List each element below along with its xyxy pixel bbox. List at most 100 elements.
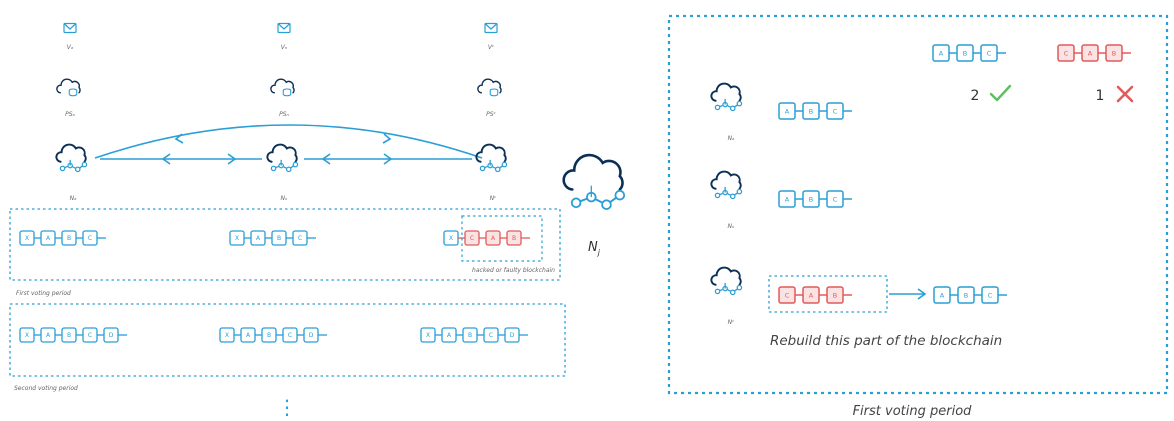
right-node-2: Nᶜ C A B A B C: [710, 266, 1007, 326]
block-a: A: [40, 327, 56, 343]
block-c: C: [282, 327, 298, 343]
vote-label: Vₐ: [67, 44, 74, 51]
node-label: Nᶜ: [728, 319, 735, 326]
block-a: A: [933, 286, 951, 304]
envelope-icon: [484, 22, 498, 34]
right-panel-border: [667, 14, 1169, 395]
svg-text:B: B: [809, 107, 813, 115]
svg-text:B: B: [833, 291, 837, 299]
database-cloud-icon: [477, 78, 502, 97]
svg-text:D: D: [510, 332, 515, 339]
svg-text:A: A: [809, 291, 814, 299]
block-c: C: [483, 327, 499, 343]
block-c: C: [292, 230, 308, 246]
second-period-box: [9, 303, 566, 377]
block-b: B: [1105, 44, 1123, 62]
svg-text:A: A: [46, 235, 51, 242]
arrow-ab-right: [227, 153, 237, 165]
block-c: C: [82, 327, 98, 343]
arc-arrow-right: [382, 133, 392, 144]
block-c: C: [980, 44, 998, 62]
svg-text:B: B: [67, 332, 71, 339]
svg-text:B: B: [964, 291, 968, 299]
block-c: C: [82, 230, 98, 246]
block-d: D: [504, 327, 520, 343]
cloud-network-icon: [562, 153, 626, 210]
block-b: B: [802, 102, 820, 120]
block-c: C: [778, 286, 796, 304]
vote-2: Vᶜ: [484, 22, 498, 51]
svg-text:A: A: [447, 332, 452, 339]
block-a: A: [1081, 44, 1099, 62]
vote-label: Vᶜ: [488, 44, 494, 51]
svg-text:B: B: [809, 195, 813, 203]
vote-count: 2: [971, 88, 980, 104]
arrow-bc-left: [321, 153, 331, 165]
right-caption: First voting period: [853, 404, 973, 419]
continuation-ellipsis: ⋮: [277, 395, 297, 419]
block-a: A: [802, 286, 820, 304]
block-b: B: [956, 44, 974, 62]
arc-arrow-left: [174, 133, 184, 144]
svg-text:C: C: [785, 291, 790, 299]
block-a: A: [40, 230, 56, 246]
vote-0: Vₐ: [63, 22, 77, 51]
vote-1: Vₙ: [277, 22, 291, 51]
cross-icon: [1116, 85, 1134, 103]
block-b: B: [957, 286, 975, 304]
svg-text:X: X: [25, 332, 29, 339]
svg-text:X: X: [426, 332, 430, 339]
envelope-icon: [277, 22, 291, 34]
second-period-label: Second voting period: [14, 385, 78, 392]
check-icon: [989, 84, 1012, 102]
rebuild-text: Rebuild this part of the blockchain: [770, 333, 1002, 349]
block-c: C: [981, 286, 999, 304]
svg-text:B: B: [1112, 49, 1116, 57]
first-period-box: [9, 208, 561, 281]
block-b: B: [271, 230, 287, 246]
svg-text:C: C: [833, 107, 838, 115]
polling-station-0: PSₐ: [56, 78, 81, 118]
polling-station-label: PSᶜ: [486, 111, 496, 118]
faulty-chain-highlight: [461, 215, 543, 262]
block-a: A: [240, 327, 256, 343]
node-2: Nᶜ: [475, 143, 508, 202]
cloud-network-icon: [55, 143, 88, 173]
first-period-label: First voting period: [16, 290, 71, 297]
svg-text:A: A: [785, 107, 790, 115]
block-b: B: [61, 327, 77, 343]
block-a: A: [250, 230, 266, 246]
block-x: X: [219, 327, 235, 343]
svg-text:C: C: [987, 49, 992, 57]
cloud-network-icon: [710, 170, 743, 200]
arc-link-a-c: [94, 124, 483, 159]
block-d: D: [103, 327, 119, 343]
svg-text:C: C: [88, 235, 92, 242]
svg-text:D: D: [109, 332, 114, 339]
cloud-network-icon: [710, 82, 743, 112]
svg-text:C: C: [470, 235, 474, 242]
svg-text:D: D: [309, 332, 314, 339]
block-b: B: [261, 327, 277, 343]
block-x: X: [420, 327, 436, 343]
block-x: X: [443, 230, 459, 246]
svg-text:B: B: [468, 332, 472, 339]
center-node-label: Nj: [588, 240, 601, 257]
block-b: B: [61, 230, 77, 246]
database-cloud-icon: [56, 78, 81, 97]
vote-label: Vₙ: [281, 44, 288, 51]
block-x: X: [19, 327, 35, 343]
svg-text:X: X: [449, 235, 453, 242]
envelope-icon: [63, 22, 77, 34]
